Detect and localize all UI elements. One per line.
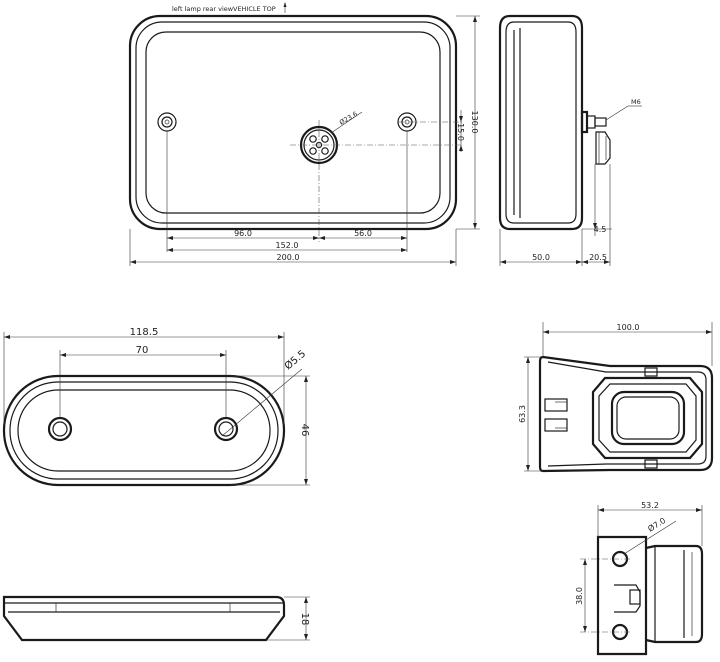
bracket-top-inner xyxy=(547,361,707,467)
dim-63-3-label: 63.3 xyxy=(518,405,527,423)
side-housing-outer xyxy=(498,14,584,231)
left-bolt-icon xyxy=(157,112,177,132)
hole-dia-label: Ø5.5 xyxy=(282,348,308,372)
dim-50-label: 50.0 xyxy=(532,253,550,262)
bracket-top-view: 100.0 63.3 xyxy=(518,322,714,473)
side-housing-inner xyxy=(505,21,577,224)
dim-96-label: 96.0 xyxy=(234,229,252,238)
dim-130-label: 130.0 xyxy=(470,111,479,134)
dim-118-5-label: 118.5 xyxy=(130,327,159,338)
view-note: left lamp rear view xyxy=(172,5,234,13)
octagonal-boss-outer xyxy=(591,376,704,460)
bracket-front-view: Ø5.5 70 118.5 46 xyxy=(2,327,310,487)
octagonal-boss-inner xyxy=(598,383,697,453)
dim-46-label: 46 xyxy=(299,424,310,437)
bracket-end-body xyxy=(596,535,648,656)
bracket-end-notch xyxy=(614,584,641,613)
bracket-end-view: Ø7.0 53.2 38.0 xyxy=(575,501,704,656)
hole-dia-leader xyxy=(221,368,303,437)
dim-4-5-label: 4.5 xyxy=(594,225,607,234)
bracket-top-outline xyxy=(538,355,714,473)
dim-20-5-label: 20.5 xyxy=(589,253,607,262)
bracket-hole-left-icon xyxy=(47,416,73,442)
dim-38-label: 38.0 xyxy=(575,587,584,605)
bracket-end-boss xyxy=(645,544,704,644)
bracket-outer xyxy=(2,374,286,487)
dim-100-label: 100.0 xyxy=(617,323,640,332)
dim-56-label: 56.0 xyxy=(354,229,372,238)
bracket-side-view: 18 xyxy=(2,595,310,642)
slot-lower xyxy=(544,418,568,432)
thread-leader xyxy=(605,105,629,121)
boss-recess xyxy=(610,390,686,446)
vehicle-top-label: VEHICLE TOP xyxy=(233,5,276,13)
end-hole-dia-label: Ø7.0 xyxy=(646,515,667,534)
connector-leader xyxy=(330,111,363,134)
boss-recess-inner xyxy=(616,396,680,440)
lamp-housing-inner xyxy=(145,31,441,214)
dim-15-label: 15.0 xyxy=(456,123,465,141)
lamp-housing-rim xyxy=(135,21,451,224)
bracket-hole-right-icon xyxy=(213,416,239,442)
lamp-side-view: M6 4.5 50.0 20.5 xyxy=(498,14,642,266)
lamp-rear-view: left lamp rear view VEHICLE TOP xyxy=(128,2,480,266)
dim-70-label: 70 xyxy=(136,345,149,356)
end-hole-leader xyxy=(623,520,677,555)
slot-upper xyxy=(544,398,568,412)
bracket-inner xyxy=(17,389,271,472)
lamp-housing-outer xyxy=(128,14,458,231)
vehicle-top-arrowhead xyxy=(283,2,287,7)
thread-label: M6 xyxy=(631,98,641,106)
connector-dia-label: Ø23.6 xyxy=(338,110,359,127)
dim-152-label: 152.0 xyxy=(276,241,299,250)
bracket-rim xyxy=(9,381,279,480)
dim-53-2-label: 53.2 xyxy=(641,501,659,510)
bracket-side-profile xyxy=(2,595,286,642)
mounting-stud-icon xyxy=(580,110,611,165)
dim-18-label: 18 xyxy=(299,613,310,626)
dim-200-label: 200.0 xyxy=(277,253,300,262)
